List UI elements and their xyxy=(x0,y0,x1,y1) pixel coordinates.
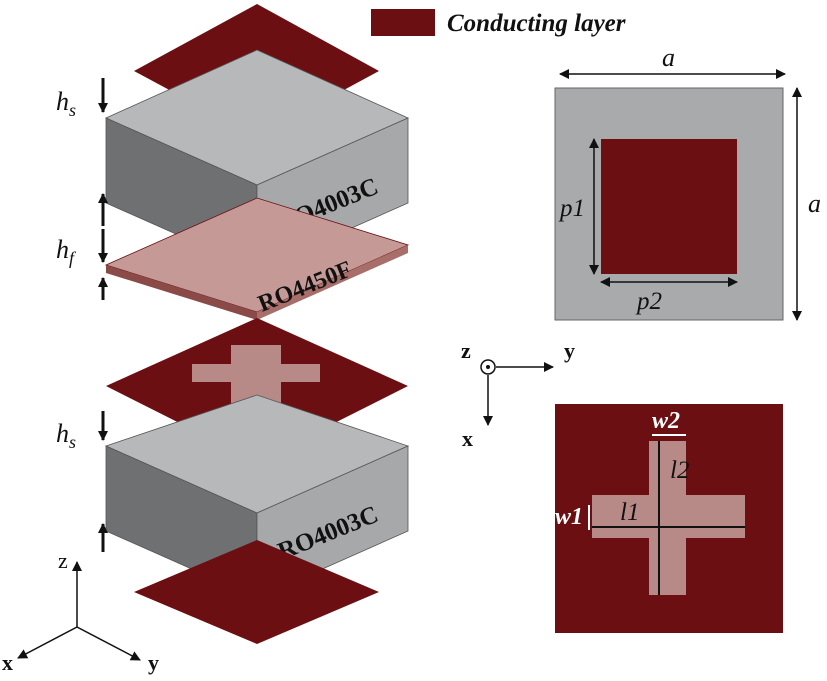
w2-label: w2 xyxy=(652,408,680,434)
hf-dimension: hf xyxy=(56,229,108,300)
axes-bottom-left: z x y xyxy=(2,548,159,675)
patch-conductor-square xyxy=(601,139,737,274)
middle-cross-aperture xyxy=(192,345,320,411)
hs-bottom-dimension: hs xyxy=(56,411,108,552)
axis-z-label: z xyxy=(58,548,68,573)
hs-top-label: hs xyxy=(56,87,76,120)
hf-label: hf xyxy=(56,235,77,268)
legend: Conducting layer xyxy=(371,9,626,37)
hs-bottom-label: hs xyxy=(56,419,76,452)
film-right-edge xyxy=(257,245,408,320)
film-left-edge xyxy=(106,265,257,320)
cross-aperture xyxy=(592,441,745,595)
a-top-label: a xyxy=(662,43,675,72)
legend-label: Conducting layer xyxy=(447,10,626,37)
patch-top-view: a a p1 p2 xyxy=(554,43,821,321)
axis-x-label: x xyxy=(2,650,13,675)
z-out-of-page-marker xyxy=(480,359,496,375)
hs-top-dimension: hs xyxy=(56,78,108,226)
middle-conducting-layer xyxy=(106,318,408,462)
center-axis-y-label: y xyxy=(564,338,575,363)
center-axis-x-label: x xyxy=(462,426,473,451)
film-layer: RO4450F xyxy=(104,197,410,320)
legend-swatch xyxy=(371,9,435,36)
bottom-conducting-patch xyxy=(134,540,379,644)
cross-top-view: w2 l2 w1 l1 xyxy=(555,404,783,633)
l1-label: l1 xyxy=(620,499,639,526)
center-axis-z-label: z xyxy=(461,338,471,363)
a-right-label: a xyxy=(808,189,821,218)
axis-y-label: y xyxy=(148,650,159,675)
axes-center: z y x xyxy=(461,338,575,451)
p2-label: p2 xyxy=(635,288,662,315)
w1-label: w1 xyxy=(555,504,583,530)
l2-label: l2 xyxy=(670,457,689,484)
p1-label: p1 xyxy=(558,195,585,222)
